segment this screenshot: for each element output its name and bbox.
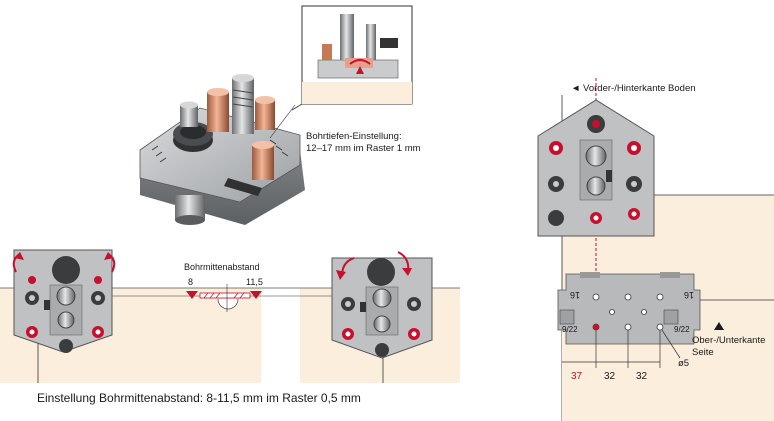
ober-unterkante-label-line2: Seite — [692, 347, 714, 358]
drilling-template-plate: 16 16 9/22 9/22 — [557, 272, 701, 345]
min-distance-value: 8 — [188, 277, 193, 287]
bohrmittenabstand-detail: Bohrmittenabstand 8 11,5 — [184, 262, 263, 312]
min-marker — [186, 291, 198, 299]
jig-top-view-right — [331, 251, 433, 359]
jig-3d-lever — [224, 178, 262, 196]
bohrtiefe-label-line1: Bohrtiefen-Einstellung: — [306, 131, 402, 142]
ober-unterkante-label-line1: Ober-/Unterkante — [692, 335, 765, 346]
inset-detail — [269, 5, 413, 139]
template-number-left-top: 16 — [570, 290, 580, 300]
inset-depth-arrow — [349, 59, 371, 65]
max-marker — [250, 291, 262, 299]
board-center — [165, 288, 261, 383]
template-number-right-side: 9/22 — [674, 325, 690, 334]
jig-3d-view — [139, 74, 305, 225]
dimension-offset: 37 — [571, 371, 583, 382]
hole-arc — [217, 298, 239, 310]
caption: Einstellung Bohrmittenabstand: 8-11,5 mm… — [37, 391, 361, 405]
max-distance-value: 11,5 — [246, 277, 263, 287]
dimension-lines — [562, 329, 681, 368]
bohrmittenabstand-label: Bohrmittenabstand — [184, 262, 260, 272]
template-number-right-top: 16 — [684, 290, 694, 300]
edge-marker — [714, 322, 724, 330]
jig-top-view-board — [537, 99, 655, 237]
jig-top-view-left — [12, 249, 116, 353]
dimension-spacing-1: 32 — [604, 371, 616, 382]
dimension-spacing-2: 32 — [636, 371, 648, 382]
template-number-left-side: 9/22 — [562, 325, 578, 334]
bohrtiefe-label-line2: 12–17 mm im Raster 1 mm — [306, 143, 421, 154]
jig-right-knob — [367, 258, 395, 286]
jig-3d-front-collar — [252, 145, 274, 180]
vorder-hinterkante-label: ◄ Vorder-/Hinterkante Boden — [571, 83, 696, 94]
jig-3d-copper-cylinder — [207, 92, 229, 132]
jig-3d-scale-marks — [151, 139, 289, 163]
hole-diameter-label: ø5 — [678, 358, 689, 369]
jig-left-knob — [52, 256, 80, 284]
jig-3d-copper-collar — [255, 100, 275, 130]
